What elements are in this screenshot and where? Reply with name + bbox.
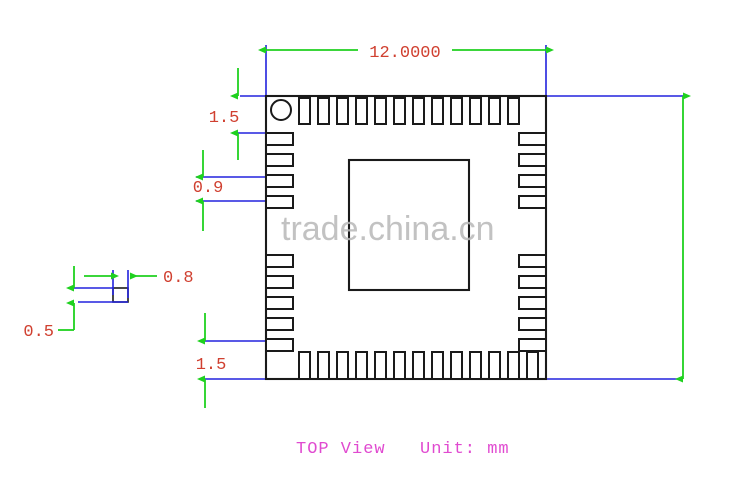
pad	[518, 153, 547, 167]
watermark: trade.china.cn	[281, 210, 495, 248]
pad	[469, 97, 482, 125]
pad	[412, 351, 425, 380]
pad-detail-view: 0.8 0.5	[23, 266, 194, 342]
detail-label-height: 0.5	[23, 323, 54, 342]
view-label: TOP View	[296, 440, 386, 459]
pad	[526, 351, 539, 380]
pad	[412, 97, 425, 125]
pad	[265, 296, 294, 310]
pad	[317, 351, 330, 380]
left-pad-column-upper	[265, 132, 294, 209]
pad	[518, 338, 547, 352]
right-pad-column-lower	[518, 254, 547, 352]
top-pad-row	[298, 97, 520, 125]
pad	[518, 317, 547, 331]
pad	[488, 351, 501, 380]
pad	[298, 351, 311, 380]
pad	[265, 317, 294, 331]
pad	[355, 351, 368, 380]
pad	[336, 97, 349, 125]
pad	[374, 351, 387, 380]
pad	[298, 97, 311, 125]
center-thermal-pad	[347, 158, 471, 292]
right-pad-column-upper	[518, 132, 547, 209]
pad	[469, 351, 482, 380]
pad	[336, 351, 349, 380]
dimension-label-top-offset: 1.5	[209, 109, 240, 128]
pad	[355, 97, 368, 125]
left-pad-column-lower	[265, 254, 294, 352]
pin1-marker-circle	[270, 99, 292, 121]
pad	[488, 97, 501, 125]
pad	[450, 97, 463, 125]
pad	[265, 338, 294, 352]
pad	[518, 174, 547, 188]
watermark-text: trade.china.cn	[281, 210, 495, 248]
pad	[317, 97, 330, 125]
pad	[518, 195, 547, 209]
detail-extension-lines	[72, 270, 129, 303]
detail-label-width: 0.8	[163, 269, 194, 288]
pad	[431, 97, 444, 125]
pad	[265, 254, 294, 268]
pad	[518, 132, 547, 146]
pad	[450, 351, 463, 380]
dimension-label-width: 12.0000	[369, 44, 440, 63]
pad	[265, 275, 294, 289]
pad	[507, 351, 520, 380]
pad	[374, 97, 387, 125]
detail-pad-rect	[112, 287, 129, 303]
pad	[507, 97, 520, 125]
pad	[265, 195, 294, 209]
detail-dimension-lines	[58, 266, 157, 331]
pad	[518, 275, 547, 289]
dimension-label-bottom-offset: 1.5	[196, 356, 227, 375]
pad	[431, 351, 444, 380]
pad	[265, 153, 294, 167]
dimension-label-pitch: 0.9	[193, 179, 224, 198]
unit-label: Unit: mm	[420, 440, 510, 459]
pad	[265, 174, 294, 188]
pad	[518, 254, 547, 268]
bottom-pad-row	[298, 351, 539, 380]
pad	[393, 351, 406, 380]
pad	[393, 97, 406, 125]
dimension-lines	[195, 46, 691, 408]
pad	[518, 296, 547, 310]
pad	[265, 132, 294, 146]
